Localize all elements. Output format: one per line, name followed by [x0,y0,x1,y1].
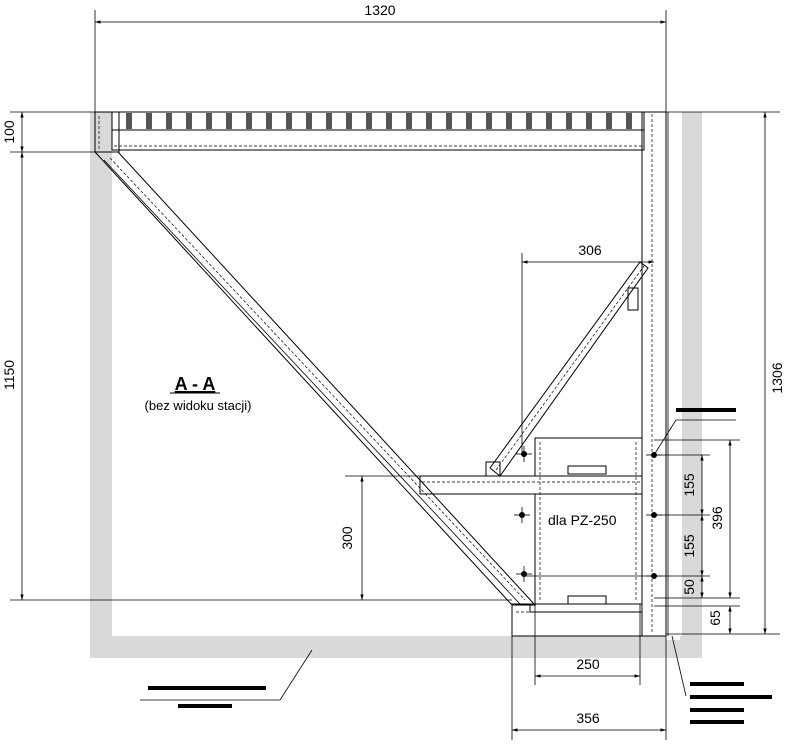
grating-bars [126,113,632,129]
bolt-1 [516,446,532,462]
dimension-labels: 1320 100 1150 1306 306 300 155 155 50 39… [1,2,785,726]
top-grating [111,111,645,151]
section-title-group: A - A (bez widoku stacji) [145,374,252,413]
dim-right-height: 1306 [769,362,785,393]
bolt-2 [514,507,530,523]
dim-left-height: 1150 [1,360,17,390]
section-subtitle: (bez widoku stacji) [145,398,252,413]
dim-spacing-lower: 155 [681,534,697,558]
dim-total-spacing: 396 [709,506,725,530]
device-enclosure: dla PZ-250 [534,437,643,605]
device-label: dla PZ-250 [548,512,617,528]
upper-bracket [485,261,649,477]
dim-spacing-upper: 155 [681,473,697,497]
extension-lines [10,10,780,740]
bolt-3 [516,566,532,582]
dim-inner-width: 250 [576,656,600,672]
dim-shelf-height: 300 [339,526,355,550]
dim-top-slab: 100 [1,120,17,144]
bolt-marks [514,446,662,582]
dim-bottom-offset: 50 [681,579,697,595]
concrete-wall [90,112,702,658]
dim-upper-bracket: 306 [578,242,602,258]
shelf-beam [419,475,643,495]
dim-overall-width: 1320 [364,2,395,18]
diagonal-brace [93,151,537,606]
dim-outer-width: 356 [576,710,600,726]
section-title: A - A [175,374,216,394]
right-vertical-post [641,111,669,637]
bottom-foot [511,603,643,637]
dim-base-offset: 65 [707,610,723,626]
level-symbols [140,408,772,724]
dimension-lines [20,20,767,732]
